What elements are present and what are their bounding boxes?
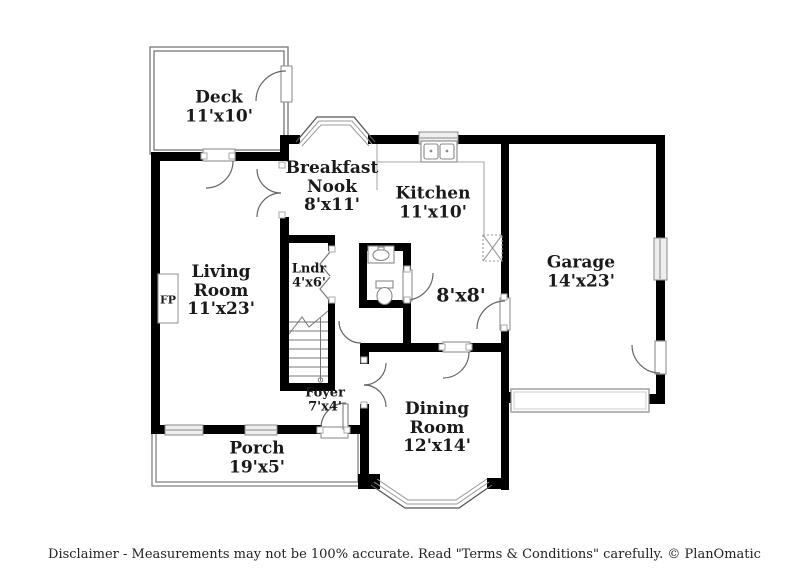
living-room-window-1 — [164, 424, 204, 436]
room-label-living-room: Living Room 11'x23' — [187, 261, 255, 320]
kitchen-counter — [376, 144, 485, 235]
room-label-garage: Garage 14'x23' — [546, 252, 616, 291]
breakfast-nook-bay-window — [295, 116, 376, 147]
room-label-hall: 8'x8' — [436, 284, 486, 307]
garage-window — [653, 237, 668, 281]
nook-french-doors — [256, 168, 282, 218]
room-label-kitchen: Kitchen 11'x10' — [395, 183, 471, 222]
laundry-bifold-doors — [319, 251, 331, 302]
dining-room-bay-window — [370, 478, 493, 509]
room-label-dining-room: Dining Room 12'x14' — [403, 398, 471, 457]
living-room-window-2 — [244, 424, 278, 436]
fireplace-label: FP — [159, 293, 177, 307]
room-label-porch: Porch 19'x5' — [228, 438, 286, 477]
fireplace-box — [157, 273, 179, 324]
garage-door — [510, 388, 650, 413]
corridor-door — [338, 320, 362, 344]
room-label-foyer: Foyer 7'x4' — [305, 385, 345, 415]
disclaimer-text: Disclaimer - Measurements may not be 100… — [48, 547, 761, 562]
garage-side-door — [631, 340, 667, 375]
room-label-breakfast-nook: Breakfast Nook 8'x11' — [285, 157, 379, 216]
deck-door — [255, 65, 293, 103]
room-label-laundry: Lndr 4'x6' — [291, 261, 327, 291]
fixtures — [157, 140, 503, 324]
jamb-markers — [200, 152, 508, 434]
bathroom-sink-icon — [367, 245, 395, 264]
toilet-icon — [375, 280, 394, 306]
stairs — [288, 310, 329, 383]
refrigerator-icon — [482, 234, 503, 262]
bathroom-door — [402, 269, 434, 302]
foyer-dining-french-doors — [363, 362, 387, 408]
room-label-deck: Deck 11'x10' — [185, 87, 253, 126]
kitchen-sink-icon — [420, 140, 458, 163]
